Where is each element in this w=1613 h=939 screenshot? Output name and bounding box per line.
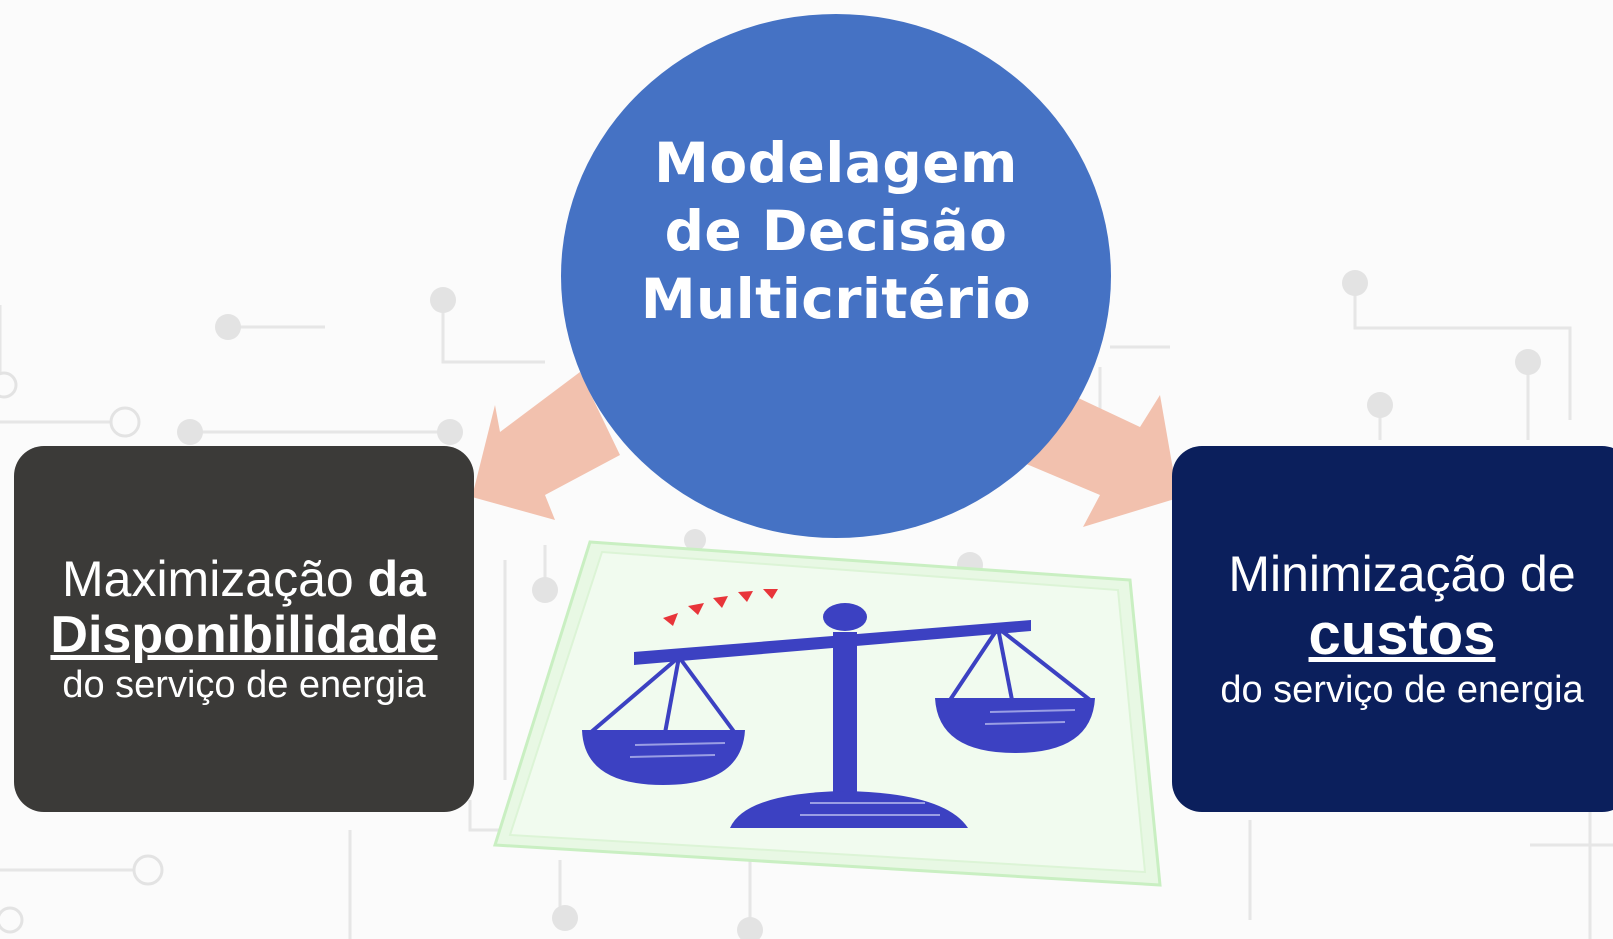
availability-subtitle: do serviço de energia: [62, 664, 426, 706]
arrow-to-left-box: [472, 372, 620, 520]
costs-box: Minimização de custos do serviço de ener…: [1172, 446, 1613, 812]
costs-subtitle: do serviço de energia: [1220, 669, 1584, 711]
center-title-line-2: de Decisão: [664, 199, 1008, 263]
availability-verb: Maximização: [61, 551, 354, 607]
availability-line-1: Maximização da: [62, 551, 426, 607]
center-title-line-3: Multicritério: [640, 267, 1032, 331]
costs-keyword: custos: [1308, 602, 1496, 667]
availability-article: da: [367, 551, 426, 607]
central-decision-circle: Modelagem de Decisão Multicritério: [561, 14, 1111, 538]
costs-line-1: Minimização de: [1228, 546, 1576, 602]
availability-keyword: Disponibilidade: [50, 606, 438, 664]
availability-box: Maximização da Disponibilidade do serviç…: [14, 446, 474, 812]
center-title-line-1: Modelagem: [654, 131, 1018, 195]
